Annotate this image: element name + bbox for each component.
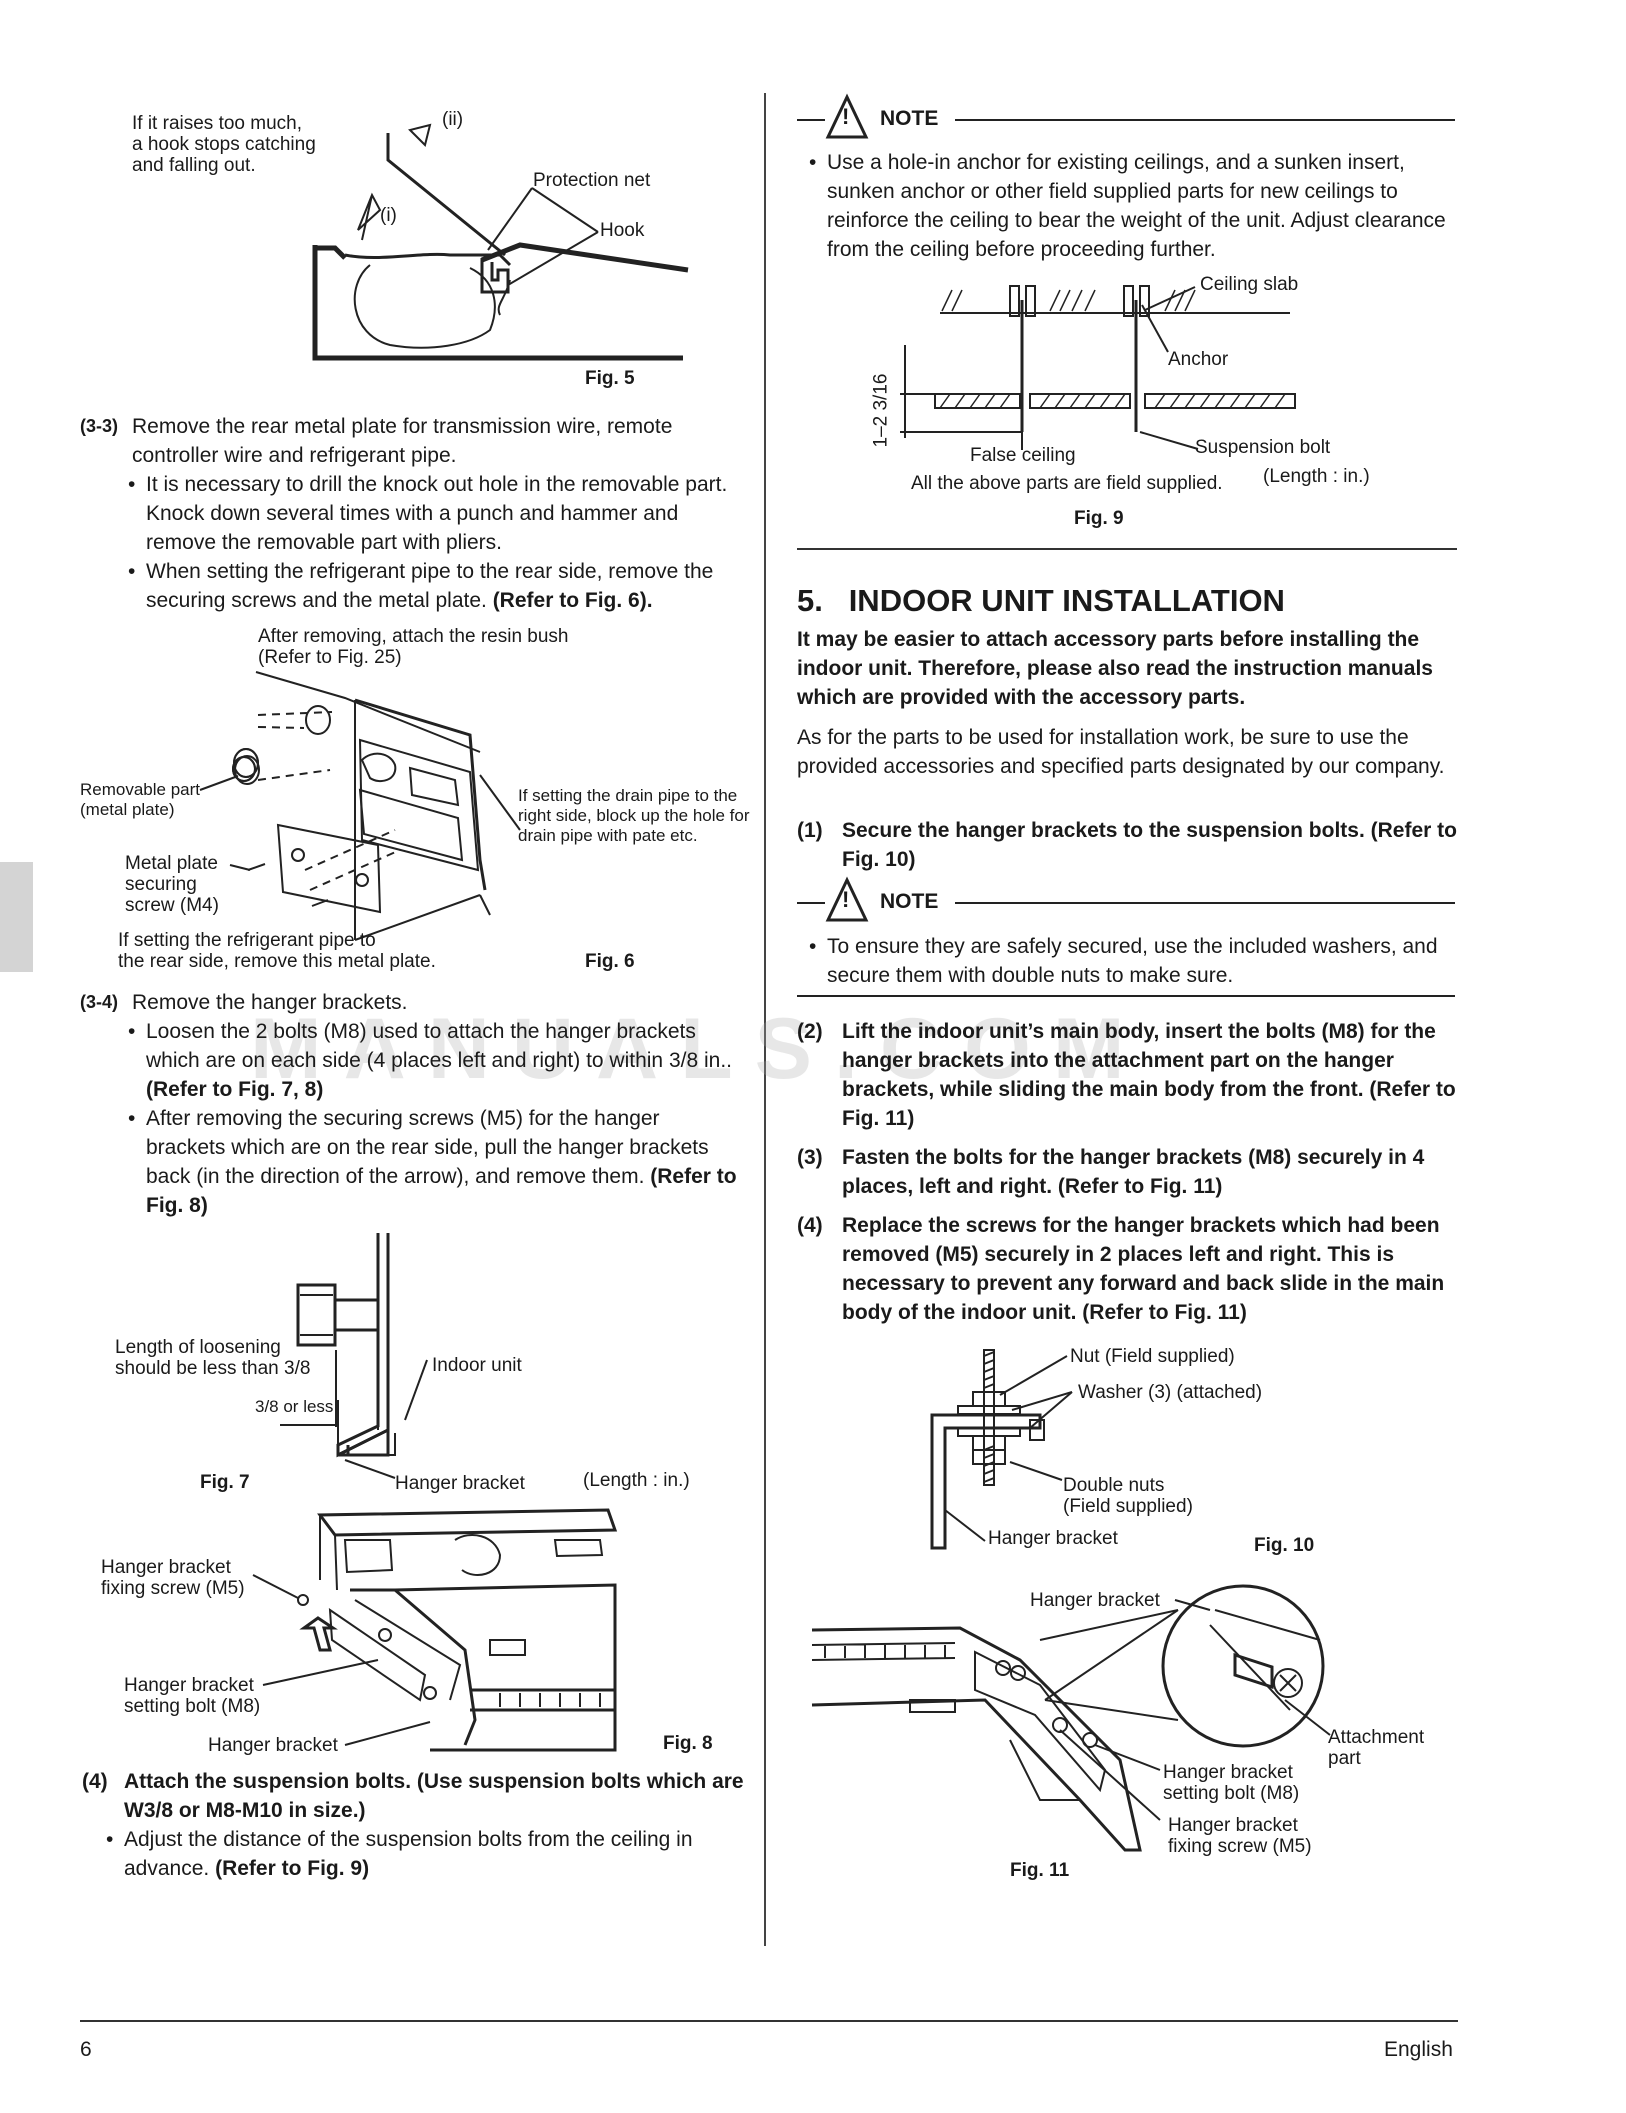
step-1-text: Secure the hanger brackets to the suspen…: [842, 819, 1457, 871]
fig7-loosening: Length of loosening should be less than …: [115, 1337, 311, 1379]
step-2-number: (2): [797, 1020, 823, 1043]
fig6-resin-bush: After removing, attach the resin bush (R…: [258, 626, 569, 668]
warning-icon: !: [842, 887, 850, 912]
step-4r-number: (4): [797, 1214, 823, 1237]
fig11-fixing-screw: Hanger bracket fixing screw (M5): [1168, 1815, 1312, 1857]
fig10-washer: Washer (3) (attached): [1078, 1382, 1263, 1403]
bullet-dot: •: [128, 560, 136, 583]
fig8-setting-bolt: Hanger bracket setting bolt (M8): [124, 1675, 261, 1717]
page-language: English: [1384, 2038, 1453, 2061]
warning-icon: !: [842, 104, 850, 129]
watermark: MANUALS.COM: [250, 1001, 1147, 1097]
fig11-attachment-part: Attachment part: [1328, 1727, 1425, 1769]
fig7-indoor-unit: Indoor unit: [432, 1355, 522, 1376]
step-3-4-text: Remove the hanger brackets.: [132, 991, 408, 1014]
note-1-text: Use a hole-in anchor for existing ceilin…: [827, 151, 1446, 261]
step-3-3-text: Remove the rear metal plate for transmis…: [132, 415, 673, 467]
section-rule: [797, 548, 1457, 550]
fig11-hanger-bracket: Hanger bracket: [1030, 1590, 1160, 1611]
fig6-drain-note: If setting the drain pipe to the right s…: [518, 786, 750, 845]
fig9-field-supplied: All the above parts are field supplied.: [911, 473, 1223, 494]
fig7-hanger-bracket: Hanger bracket: [395, 1473, 525, 1494]
fig9-ceiling-slab: Ceiling slab: [1200, 274, 1299, 295]
step-2-text: Lift the indoor unit’s main body, insert…: [842, 1020, 1456, 1130]
bullet-dot: •: [128, 1020, 136, 1043]
fig5-protection-net: Protection net: [533, 170, 651, 191]
step-1-number: (1): [797, 819, 823, 842]
fig5-label-i: (i): [380, 205, 397, 226]
step-4-bullet-1-ref: (Refer to Fig. 9): [215, 1857, 370, 1880]
note-2-label: NOTE: [880, 890, 939, 913]
fig7-caption: Fig. 7: [200, 1472, 250, 1493]
fig8-caption: Fig. 8: [663, 1733, 713, 1754]
footer-rule: [80, 2020, 1458, 2022]
step-3-4-bullet-2-text: After removing the securing screws (M5) …: [146, 1107, 709, 1188]
fig6-removable-part: Removable part (metal plate): [80, 780, 201, 819]
bullet-dot: •: [128, 1107, 136, 1130]
fig10-double-nuts: Double nuts (Field supplied): [1063, 1475, 1193, 1517]
column-divider: [764, 93, 766, 1946]
fig8-fixing-screw: Hanger bracket fixing screw (M5): [101, 1557, 245, 1599]
step-3-3-bullet-2: When setting the refrigerant pipe to the…: [146, 557, 746, 615]
page-number: 6: [80, 2038, 92, 2061]
step-3-4-bullet-2: After removing the securing screws (M5) …: [146, 1104, 742, 1220]
bullet-dot: •: [106, 1828, 114, 1851]
fig9-suspension-bolt: Suspension bolt: [1195, 437, 1331, 458]
section-intro: As for the parts to be used for installa…: [797, 726, 1445, 778]
fig11-setting-bolt: Hanger bracket setting bolt (M8): [1163, 1762, 1300, 1804]
fig6-caption: Fig. 6: [585, 951, 635, 972]
step-4r-text: Replace the screws for the hanger bracke…: [842, 1214, 1445, 1324]
fig7-less: 3/8 or less: [255, 1397, 334, 1416]
fig8-hanger-bracket: Hanger bracket: [208, 1735, 338, 1756]
fig5-label-ii: (ii): [442, 109, 464, 130]
bullet-dot: •: [128, 473, 136, 496]
step-3-3-bullet-2-text: When setting the refrigerant pipe to the…: [146, 560, 714, 612]
bullet-dot: •: [809, 935, 817, 958]
note-2-text: To ensure they are safely secured, use t…: [827, 935, 1438, 987]
bullet-dot: •: [809, 151, 817, 174]
fig5-caption: Fig. 5: [585, 368, 635, 389]
step-3-3-bullet-2-ref: (Refer to Fig. 6).: [492, 589, 653, 612]
note-1-label: NOTE: [880, 107, 939, 130]
section-title: 5. INDOOR UNIT INSTALLATION: [797, 583, 1285, 618]
fig9-caption: Fig. 9: [1074, 508, 1124, 529]
section-intro-bold: It may be easier to attach accessory par…: [797, 628, 1433, 709]
fig10-hanger-bracket: Hanger bracket: [988, 1528, 1118, 1549]
step-4-number: (4): [82, 1770, 108, 1793]
step-3-number: (3): [797, 1146, 823, 1169]
step-3-4-number: (3-4): [80, 992, 119, 1012]
fig11-caption: Fig. 11: [1010, 1860, 1070, 1881]
step-3-4-bullet-1-ref: (Refer to Fig. 7, 8): [146, 1078, 324, 1101]
fig5-hook: Hook: [600, 220, 645, 241]
fig9-anchor: Anchor: [1168, 349, 1229, 370]
step-4-title: Attach the suspension bolts. (Use suspen…: [124, 1770, 744, 1822]
fig10-caption: Fig. 10: [1254, 1535, 1315, 1556]
fig10-nut: Nut (Field supplied): [1070, 1346, 1235, 1367]
step-3-4-bullet-2-ref: (Refer to Fig. 8): [146, 1165, 737, 1217]
step-3-4-bullet-1: Loosen the 2 bolts (M8) used to attach t…: [146, 1017, 742, 1104]
step-4-bullet-1-text: Adjust the distance of the suspension bo…: [124, 1828, 693, 1880]
step-3-3-bullet-1: It is necessary to drill the knock out h…: [146, 473, 728, 554]
fig5-warning: If it raises too much, a hook stops catc…: [132, 113, 316, 176]
fig9-false-ceiling: False ceiling: [970, 445, 1076, 466]
step-4-bullet-1: Adjust the distance of the suspension bo…: [124, 1825, 746, 1883]
fig9-length-note: (Length : in.): [1263, 466, 1370, 487]
step-3-text: Fasten the bolts for the hanger brackets…: [842, 1146, 1425, 1198]
fig6-screw: Metal plate securing screw (M4): [125, 853, 219, 916]
side-tab-marker: [0, 862, 33, 972]
step-3-4-bullet-1-text: Loosen the 2 bolts (M8) used to attach t…: [146, 1020, 732, 1072]
step-3-3-number: (3-3): [80, 416, 119, 436]
fig7-length-note: (Length : in.): [583, 1470, 690, 1491]
fig6-refrigerant-note: If setting the refrigerant pipe to the r…: [118, 930, 436, 972]
